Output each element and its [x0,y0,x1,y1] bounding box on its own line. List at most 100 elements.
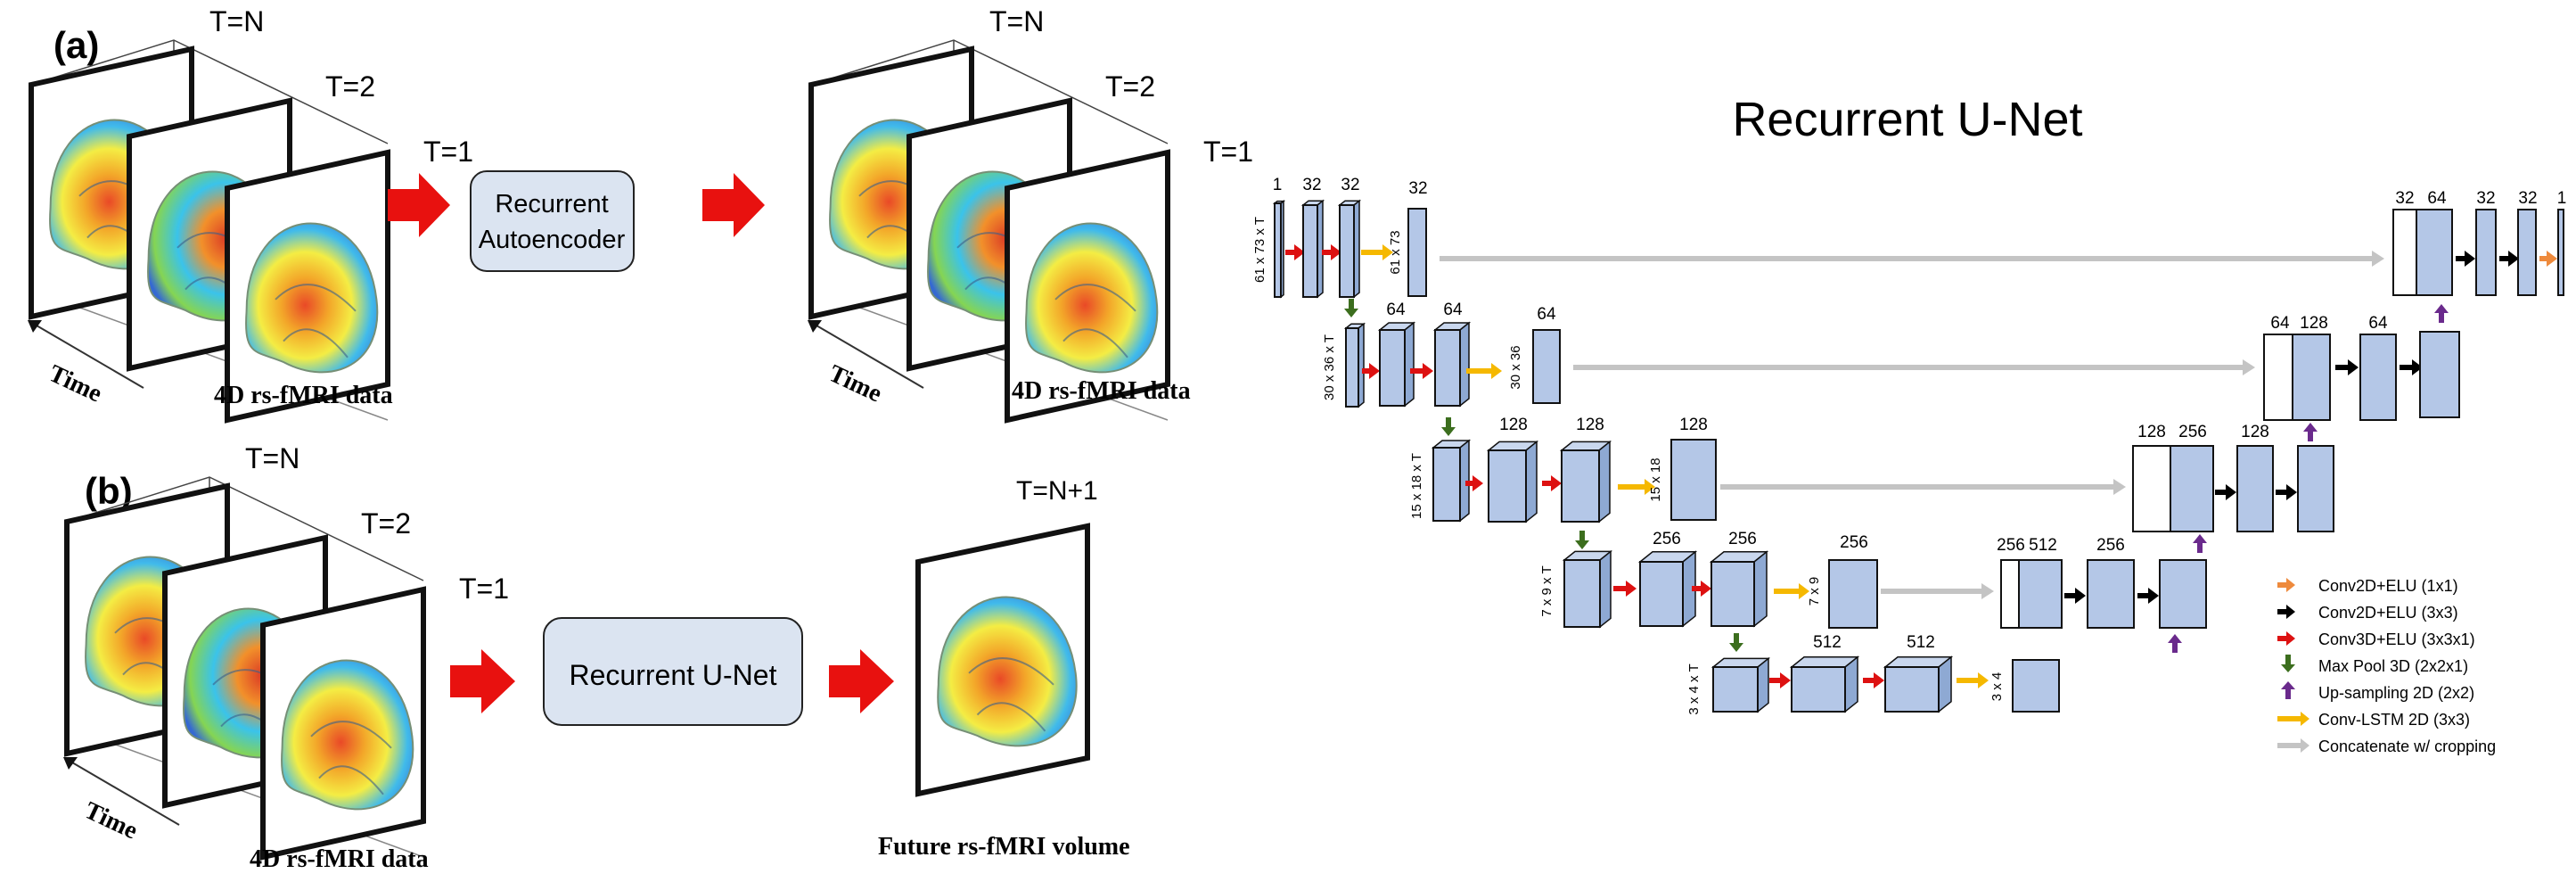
l1-dims: 61 x 73 x T [1252,217,1267,283]
l1-d-box [2416,209,2453,296]
time-axis-label: Time [80,796,142,845]
l3-conv2d-2 [2276,484,2297,500]
l2-conv2d-1 [2335,359,2359,375]
l4-conv3d-1 [1613,581,1637,597]
arrow-red-b2 [829,649,894,713]
l4-upsample [2193,534,2207,553]
time-axis-label: Time [45,359,106,408]
l1-d-cat-box [2392,209,2417,296]
l2-c-ch: 64 [1537,305,1556,324]
l5-box-a [1789,655,1860,713]
time-axis-label: Time [824,359,886,408]
arrow-red-a2 [702,173,765,237]
l4-e-ch: 256 [2096,536,2125,555]
legend-label: Conv2D+ELU (1x1) [2318,577,2458,595]
l1-in-ch: 1 [1273,176,1283,194]
legend-item-3: Conv3D+ELU (3x3x1) [2277,630,2475,648]
l3-upsample [2303,423,2318,441]
l1-e-ch: 32 [2476,189,2495,208]
l4-convlstm [1774,583,1809,599]
l2-box-a [1377,321,1416,408]
time-arrow-icon [63,757,78,770]
l3-concat [1720,479,2126,495]
l4-conv2d-2 [2137,588,2159,604]
t-label-1: T=N [209,5,264,37]
l2-box-c [1532,329,1561,404]
l4-c-dims: 7 x 9 [1807,577,1822,606]
l2-concat [1573,359,2255,375]
l2-conv2d-2 [2400,359,2423,375]
l4-b-ch: 256 [1728,530,1757,548]
brain-slice-3 [225,149,390,424]
t-label-future: T=N+1 [1016,476,1098,506]
legend-item-6: Conv-LSTM 2D (3x3) [2277,711,2470,729]
l1-a-ch: 32 [1302,176,1321,194]
l3-d-box [2170,445,2214,532]
recurrent-autoencoder-box: Recurrent Autoencoder [470,170,635,272]
l2-conv3d-1 [1362,363,1380,379]
panel-a-label: (a) [53,24,99,66]
l2-convlstm [1466,363,1502,379]
l1-d-ch: 64 [2427,189,2447,208]
brain-slice-3 [1005,149,1170,424]
l4-conv2d-1 [2064,588,2086,604]
t-label-1: T=N [245,442,299,474]
l3-d-ch: 256 [2178,423,2207,441]
legend-label: Max Pool 3D (2x2x1) [2318,657,2468,675]
l3-conv2d-1 [2215,484,2236,500]
l2-maxpool [1441,417,1456,436]
l1-c-dims: 61 x 73 [1388,230,1403,274]
legend-item-5: Up-sampling 2D (2x2) [2281,681,2474,702]
l2-box-b [1432,321,1472,408]
l5-box-b [1883,655,1954,713]
l5-conv3d-2 [1863,672,1884,688]
l3-c-dims: 15 x 18 [1648,457,1663,501]
legend-item-7: Concatenate w/ cropping [2277,738,2496,755]
autoencoder-line2: Autoencoder [479,226,626,254]
l4-c-ch: 256 [1840,533,1868,552]
autoencoder-line1: Recurrent [495,190,608,218]
l3-e-box [2236,445,2274,532]
l4-e-box [2087,559,2135,629]
l5-a-ch: 512 [1813,633,1842,652]
l1-out-box [2557,209,2564,296]
l3-a-ch: 128 [1499,416,1528,434]
l4-concat [1881,583,1994,599]
l4-maxpool [1729,633,1743,652]
l1-f-box [2517,209,2537,296]
l1-convlstm [1361,244,1393,260]
l3-conv3d-2 [1542,475,1562,491]
l1-box-a [1300,199,1325,299]
l2-d-cat-ch: 64 [2270,314,2290,333]
arrow-red-b1 [450,649,515,713]
legend-label: Conv2D+ELU (3x3) [2318,604,2458,622]
t-label-3: T=1 [1203,136,1253,168]
recurrent-unet-diagram: Recurrent U-Net 1 61 x 73 x T 32 32 32 61 x 7… [1252,93,2566,755]
l3-d-cat-box [2132,445,2171,532]
l2-f-box [2419,331,2460,418]
arrow-red-a1 [388,173,450,237]
l2-b-ch: 64 [1443,301,1463,319]
l2-e-box [2359,334,2397,421]
l1-f-ch: 32 [2518,189,2537,208]
l3-box-b [1559,440,1612,523]
l5-conv3d-1 [1769,672,1791,688]
l1-box-c [1407,208,1427,297]
l3-f-box [2297,445,2334,532]
l2-d-ch: 128 [2300,314,2328,333]
l1-e-box [2475,209,2497,296]
volume-caption: 4D rs-fMRI data [250,845,429,873]
l3-e-ch: 128 [2241,423,2269,441]
legend-item-4: Max Pool 3D (2x2x1) [2281,655,2468,675]
unet-title: Recurrent U-Net [1732,93,2082,146]
l5-dims: 3 x 4 x T [1686,663,1702,714]
legend-label: Conv3D+ELU (3x3x1) [2318,630,2475,648]
l1-maxpool [1344,299,1358,317]
l1-conv1x1 [2539,251,2557,267]
